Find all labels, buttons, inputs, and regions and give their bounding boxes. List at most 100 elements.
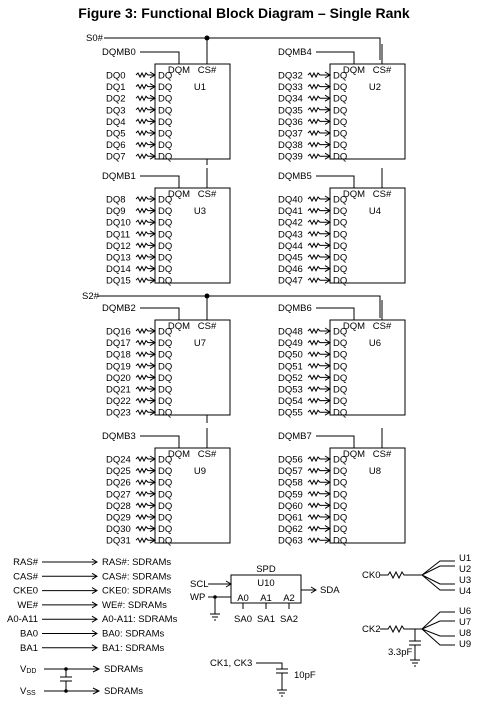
dq-pin-label: DQ [158, 338, 172, 349]
dq-pin-label: DQ [333, 466, 347, 477]
dq-line-label: DQ2 [106, 94, 126, 105]
dq-pin-label: DQ [158, 140, 172, 151]
signal-source: CAS# [13, 571, 39, 582]
ck0-target-u4: U4 [459, 586, 471, 597]
dq-pin-label: DQ [158, 241, 172, 252]
dq-pin-label: DQ [158, 229, 172, 240]
dq-pin-label: DQ [158, 466, 172, 477]
vdd-target: SDRAMs [104, 664, 143, 675]
chip-box [329, 187, 406, 284]
spd-sa2: SA2 [280, 614, 298, 625]
signal-source: BA1 [20, 643, 38, 654]
signal-destination: CKE0: SDRAMs [102, 586, 171, 597]
dq-line-label: DQ24 [106, 455, 131, 466]
dq-line-label: DQ48 [278, 327, 303, 338]
chip-box [154, 63, 231, 160]
dq-pin-label: DQ [158, 373, 172, 384]
dq-pin-label: DQ [333, 489, 347, 500]
dq-pin-label: DQ [333, 195, 347, 206]
control-signal: RAS#RAS#: SDRAMs [13, 557, 171, 568]
dq-line-label: DQ34 [278, 94, 303, 105]
power-section: VDD VSS SDRAMs SDRAMs [20, 664, 143, 697]
chip-name: U4 [369, 206, 381, 217]
dq-pin-label: DQ [158, 264, 172, 275]
dq-pin-label: DQ [333, 140, 347, 151]
dq-line-label: DQ39 [278, 152, 303, 163]
dqm-pin-label: DQM [343, 321, 365, 332]
dq-pin-label: DQ [333, 327, 347, 338]
dq-pin-label: DQ [158, 513, 172, 524]
dqm-pin-label: DQM [168, 449, 190, 460]
dq-line-label: DQ8 [106, 195, 126, 206]
dq-pin-label: DQ [333, 455, 347, 466]
dq-pin-label: DQ [158, 129, 172, 140]
dq-pin-label: DQ [158, 105, 172, 116]
dq-line-label: DQ35 [278, 105, 303, 116]
dqm-pin-label: DQM [343, 449, 365, 460]
dq-line-label: DQ46 [278, 264, 303, 275]
signal-source: A0-A11 [7, 614, 38, 625]
control-signal: BA0 BA0: SDRAMs [20, 629, 165, 640]
spd-label: SPD [256, 564, 276, 575]
clock-ck2: CK2 3.3pF U6 U7 U8 U9 [362, 606, 471, 667]
dq-line-label: DQ59 [278, 489, 303, 500]
dq-line-label: DQ7 [106, 152, 126, 163]
ck2-target-u7: U7 [459, 617, 471, 628]
dqm-pin-label: DQM [168, 321, 190, 332]
signal-source: BA0 [20, 629, 38, 640]
dq-pin-label: DQ [333, 152, 347, 163]
dq-line-label: DQ51 [278, 361, 303, 372]
ck2-target-u6: U6 [459, 606, 471, 617]
dqmb-label: DQMB4 [278, 47, 312, 58]
dq-pin-label: DQ [333, 361, 347, 372]
dq-line-label: DQ12 [106, 241, 131, 252]
chip-box [329, 63, 406, 160]
dqm-pin-label: DQM [343, 65, 365, 76]
signal-destination: BA0: SDRAMs [102, 629, 165, 640]
ck0-target-u1: U1 [459, 553, 471, 564]
dq-pin-label: DQ [333, 396, 347, 407]
dq-line-label: DQ28 [106, 501, 131, 512]
sda-label: SDA [320, 585, 340, 596]
dq-line-label: DQ32 [278, 71, 303, 82]
chip-box [154, 447, 231, 544]
dq-pin-label: DQ [333, 513, 347, 524]
cs-pin-label: CS# [198, 321, 217, 332]
dq-pin-label: DQ [333, 253, 347, 264]
dq-line-label: DQ31 [106, 536, 131, 547]
dq-line-label: DQ60 [278, 501, 303, 512]
dq-line-label: DQ41 [278, 206, 303, 217]
dq-pin-label: DQ [158, 489, 172, 500]
dq-line-label: DQ45 [278, 253, 303, 264]
chip-box [154, 187, 231, 284]
dqmb-label: DQMB1 [102, 171, 136, 182]
ck2-target-u8: U8 [459, 628, 471, 639]
spd-eeprom: SPD U10 SCL WP SDA A0 A1 A2 SA0 SA1 SA2 [190, 564, 340, 625]
dq-pin-label: DQ [333, 129, 347, 140]
ck0-label: CK0 [362, 570, 380, 581]
dq-pin-label: DQ [158, 195, 172, 206]
dq-pin-label: DQ [333, 264, 347, 275]
dq-line-label: DQ16 [106, 327, 131, 338]
chip-box [329, 447, 406, 544]
dq-pin-label: DQ [333, 524, 347, 535]
signal-destination: RAS#: SDRAMs [102, 557, 171, 568]
dq-line-label: DQ42 [278, 218, 303, 229]
dqm-pin-label: DQM [168, 189, 190, 200]
dq-pin-label: DQ [333, 94, 347, 105]
dq-pin-label: DQ [333, 373, 347, 384]
dq-line-label: DQ30 [106, 524, 131, 535]
dq-line-label: DQ14 [106, 264, 131, 275]
scl-label: SCL [190, 579, 208, 590]
dq-pin-label: DQ [158, 94, 172, 105]
dq-line-label: DQ6 [106, 140, 126, 151]
dq-pin-label: DQ [333, 501, 347, 512]
dq-pin-label: DQ [158, 71, 172, 82]
ck0-target-u2: U2 [459, 564, 471, 575]
